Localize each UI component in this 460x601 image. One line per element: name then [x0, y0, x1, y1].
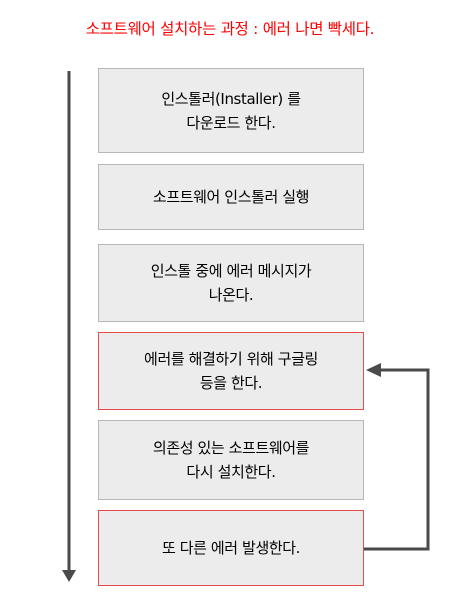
- step-run-installer: 소프트웨어 인스톨러 실행: [98, 164, 364, 230]
- step-reinstall-dependencies: 의존성 있는 소프트웨어를 다시 설치한다.: [98, 420, 364, 500]
- step-label: 인스톨 중에 에러 메시지가 나온다.: [150, 262, 312, 304]
- step-label: 소프트웨어 인스톨러 실행: [152, 188, 310, 206]
- step-google-error: 에러를 해결하기 위해 구글링 등을 한다.: [98, 332, 364, 410]
- step-another-error: 또 다른 에러 발생한다.: [98, 510, 364, 586]
- step-label: 에러를 해결하기 위해 구글링 등을 한다.: [144, 350, 318, 392]
- diagram-title: 소프트웨어 설치하는 과정 : 에러 나면 빡세다.: [85, 20, 375, 38]
- loop-back-arrow-line: [364, 368, 430, 551]
- loop-back-arrow-head: [366, 363, 381, 377]
- step-error-message: 인스톨 중에 에러 메시지가 나온다.: [98, 244, 364, 322]
- step-label: 의존성 있는 소프트웨어를 다시 설치한다.: [152, 439, 310, 481]
- step-label: 또 다른 에러 발생한다.: [161, 539, 301, 557]
- step-download-installer: 인스톨러(Installer) 를 다운로드 한다.: [98, 68, 364, 153]
- step-label: 인스톨러(Installer) 를 다운로드 한다.: [161, 89, 301, 132]
- timeline-arrow-head: [62, 570, 76, 582]
